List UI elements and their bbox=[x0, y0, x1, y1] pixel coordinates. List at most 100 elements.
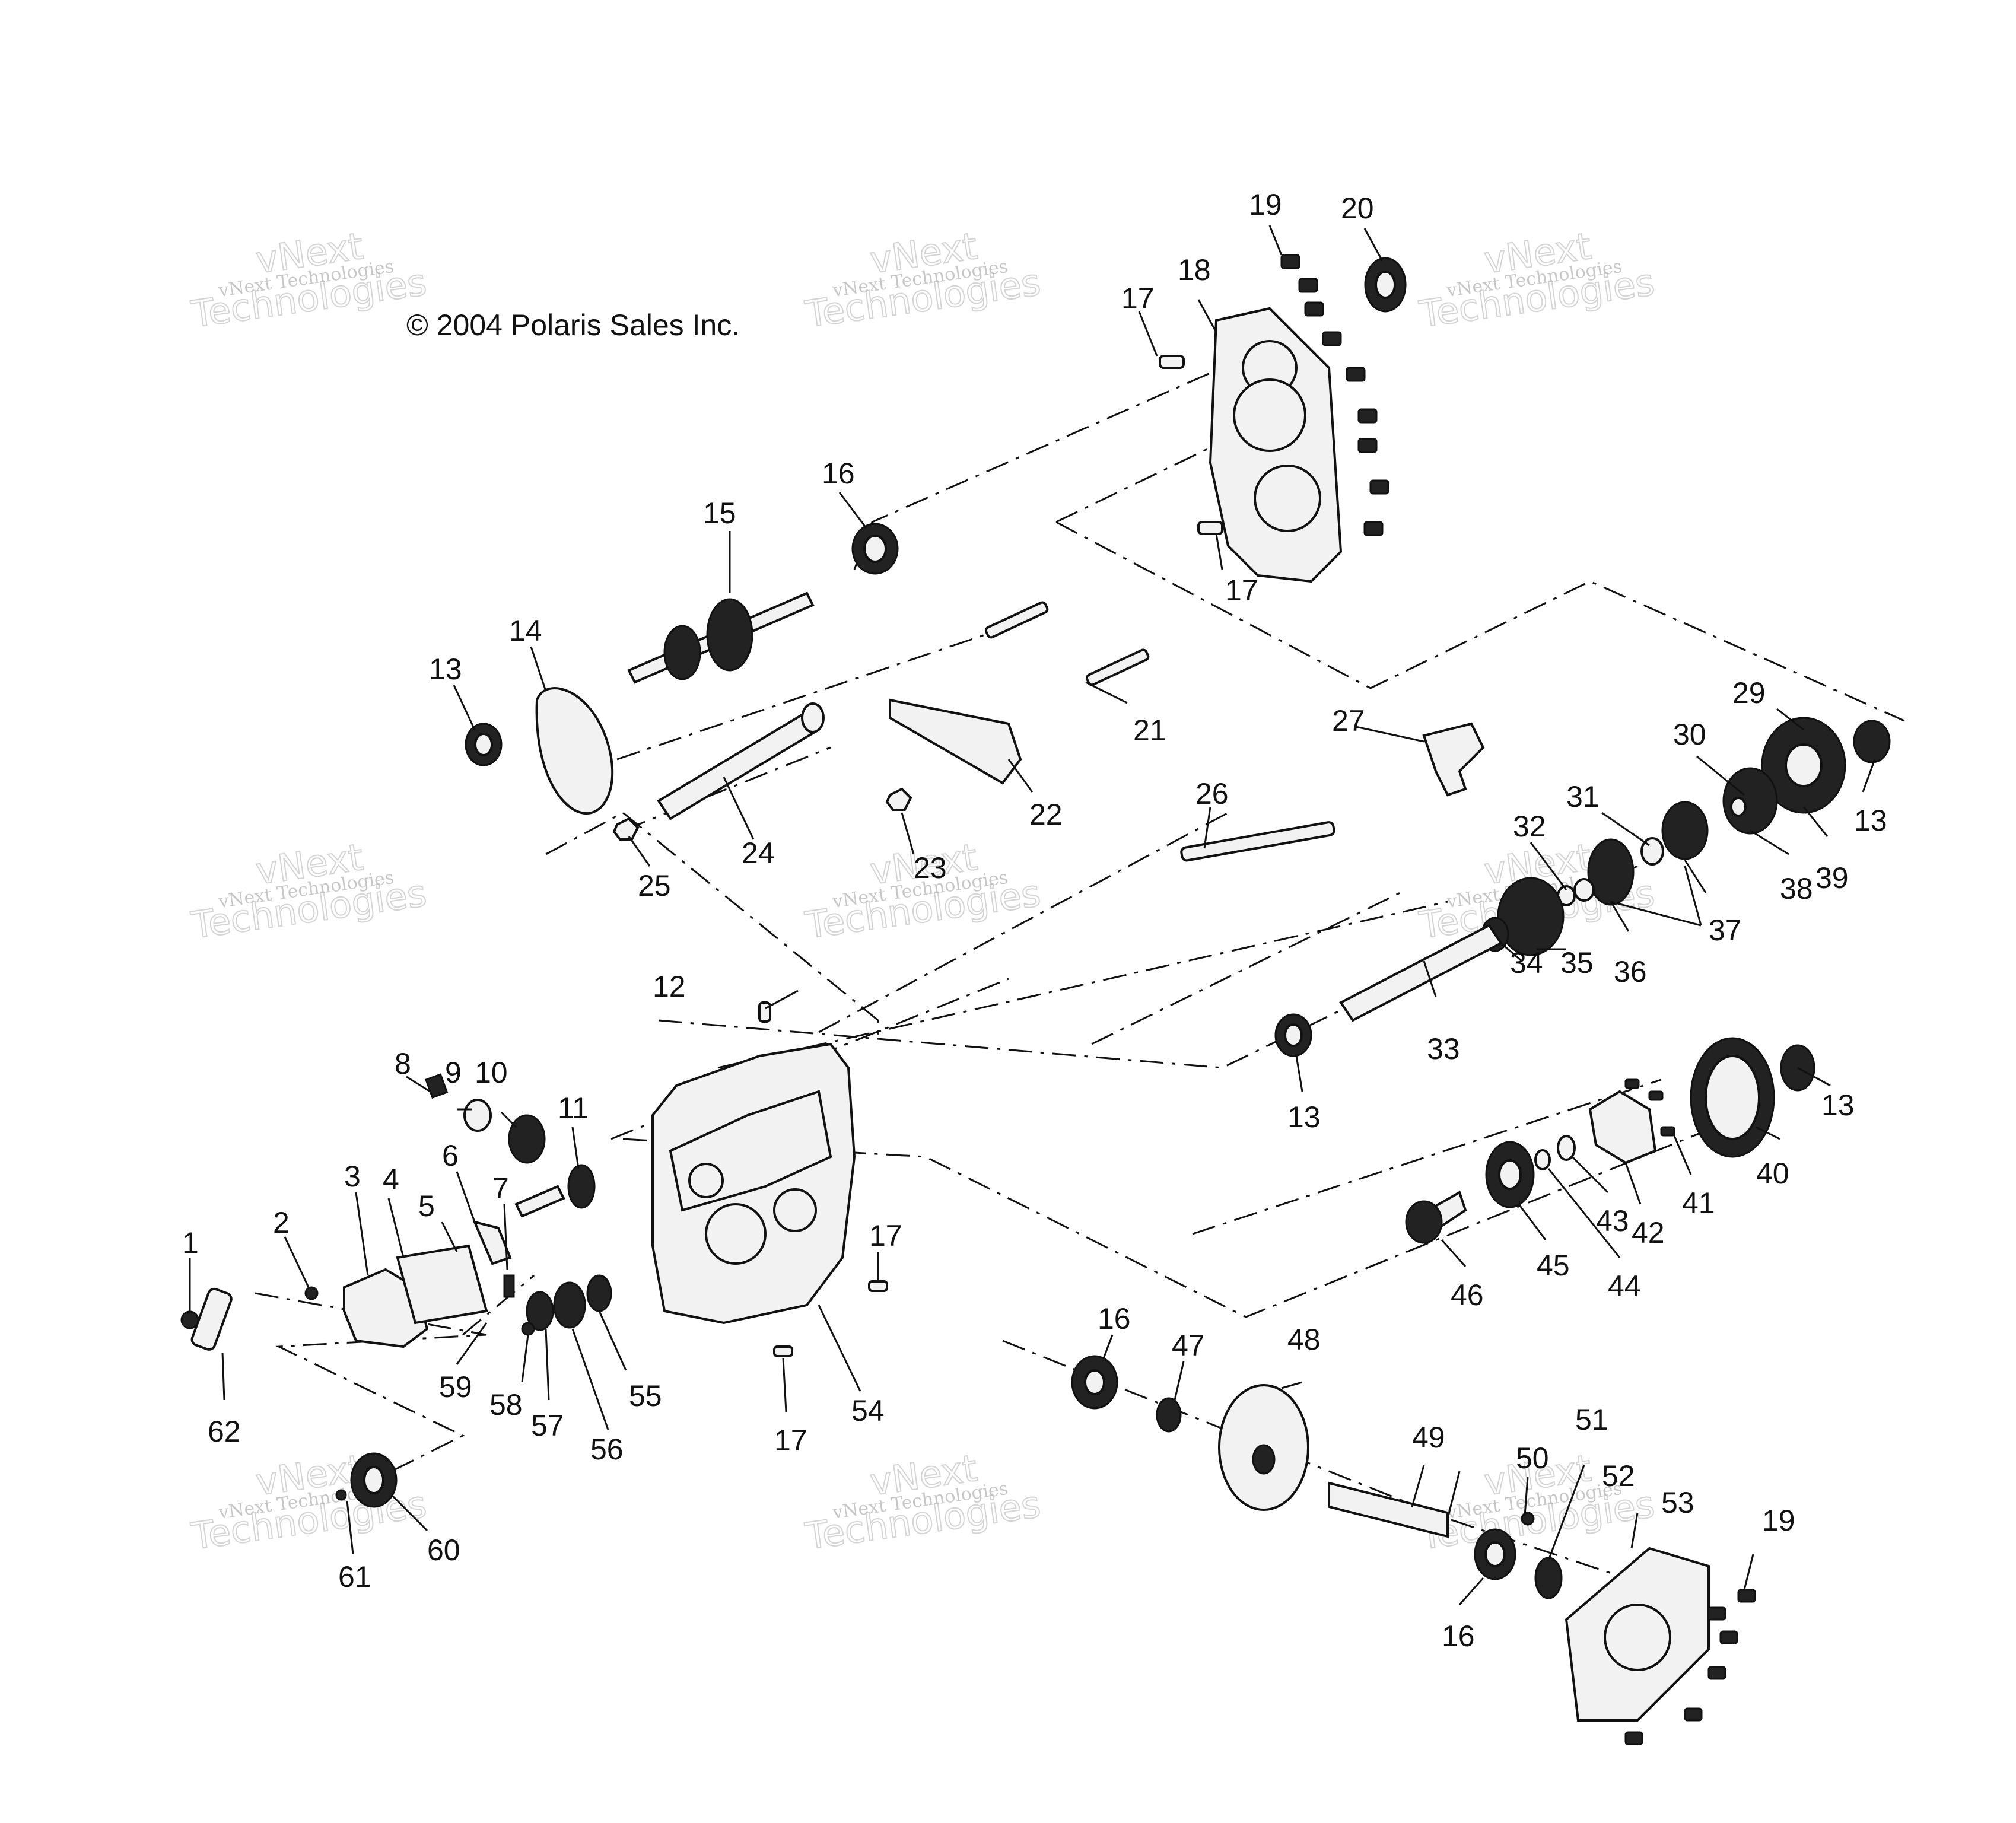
watermark: vNext Technologies vNext Technologies bbox=[188, 835, 430, 948]
plate-part bbox=[190, 1287, 233, 1351]
assembly-line bbox=[610, 978, 1009, 1140]
seal-part bbox=[1534, 1557, 1563, 1599]
callout-31: 31 bbox=[1566, 780, 1600, 813]
watermark: vNext Technologies vNext Technologies bbox=[188, 1446, 430, 1559]
assembly-line bbox=[818, 812, 1229, 1033]
callout-16: 16 bbox=[822, 457, 855, 490]
bolt-part bbox=[304, 1286, 319, 1300]
callout-17: 17 bbox=[774, 1424, 807, 1457]
shift-shaft-part bbox=[657, 702, 825, 820]
switch-part bbox=[425, 1073, 449, 1099]
bolt-part bbox=[1719, 1630, 1738, 1644]
callout-36: 36 bbox=[1614, 955, 1647, 988]
callout-10: 10 bbox=[475, 1056, 508, 1089]
callout-43: 43 bbox=[1596, 1204, 1629, 1237]
assembly-line bbox=[462, 1274, 535, 1336]
callout-61: 61 bbox=[338, 1560, 371, 1593]
callout-56: 56 bbox=[590, 1433, 624, 1466]
assembly-line bbox=[1002, 1340, 1626, 1579]
callout-54: 54 bbox=[851, 1394, 885, 1427]
dowel-pin-part bbox=[868, 1280, 888, 1292]
bolt-part bbox=[1737, 1589, 1756, 1603]
callout-52: 52 bbox=[1602, 1459, 1635, 1493]
watermark: vNext Technologies vNext Technologies bbox=[1416, 224, 1658, 337]
retainer-plate-part bbox=[1588, 1078, 1675, 1165]
callout-7: 7 bbox=[492, 1172, 509, 1205]
assembly-line bbox=[658, 865, 1638, 1069]
bearing-part bbox=[465, 723, 503, 766]
snap-ring-part bbox=[1534, 1149, 1551, 1170]
callout-16: 16 bbox=[1098, 1302, 1131, 1335]
callout-37: 37 bbox=[1709, 914, 1742, 947]
bearing-part bbox=[1274, 1013, 1312, 1057]
dowel-pin-part bbox=[1197, 521, 1223, 535]
drive-chain-part bbox=[535, 687, 614, 815]
callout-25: 25 bbox=[638, 869, 671, 902]
bearing-part-bore bbox=[1484, 1541, 1506, 1567]
bushing-part bbox=[463, 1099, 492, 1132]
callout-5: 5 bbox=[418, 1189, 435, 1223]
dowel-pin-part bbox=[1159, 355, 1185, 369]
assembly-line bbox=[1091, 889, 1407, 1045]
watermark: vNext Technologies vNext Technologies bbox=[188, 224, 430, 337]
bolt-part bbox=[1085, 648, 1150, 686]
callout-labels: 19 20 18 17 17 16 15 14 13 21 22 23 24 2… bbox=[182, 188, 1887, 1653]
callout-44: 44 bbox=[1608, 1270, 1641, 1303]
bolt-part bbox=[1624, 1731, 1643, 1745]
callout-46: 46 bbox=[1451, 1278, 1484, 1312]
nut-part bbox=[180, 1310, 199, 1329]
bolt-part bbox=[335, 1489, 347, 1501]
seal-part bbox=[1156, 1397, 1182, 1433]
watermark: vNext Technologies vNext Technologies bbox=[802, 224, 1044, 337]
clutch-plate-hub bbox=[1252, 1444, 1276, 1475]
bolt-part bbox=[1707, 1666, 1726, 1680]
cover-plate-part bbox=[1209, 307, 1343, 583]
callout-17: 17 bbox=[1121, 282, 1155, 315]
callout-16: 16 bbox=[1442, 1620, 1475, 1653]
washer-part bbox=[521, 1322, 535, 1336]
seal-part bbox=[1364, 257, 1407, 313]
callout-19: 19 bbox=[1762, 1504, 1795, 1537]
gear-part bbox=[567, 1164, 596, 1209]
watermark-group: vNext Technologies vNext Technologies vN… bbox=[188, 224, 1658, 1559]
callout-33: 33 bbox=[1427, 1032, 1460, 1065]
snap-ring-part bbox=[1557, 1135, 1576, 1161]
shift-fork-part bbox=[1422, 722, 1485, 797]
callout-13: 13 bbox=[1821, 1089, 1855, 1122]
callout-26: 26 bbox=[1195, 777, 1229, 810]
callout-17: 17 bbox=[869, 1219, 902, 1252]
callout-34: 34 bbox=[1510, 946, 1543, 979]
callout-58: 58 bbox=[489, 1388, 523, 1421]
mount-part-hole bbox=[363, 1466, 384, 1494]
callout-19: 19 bbox=[1249, 188, 1282, 221]
callout-1: 1 bbox=[182, 1226, 199, 1259]
input-shaft-part bbox=[627, 591, 815, 684]
shift-rail-part bbox=[1180, 821, 1335, 862]
callout-11: 11 bbox=[558, 1092, 589, 1125]
seal-part bbox=[526, 1291, 554, 1331]
bolt-part bbox=[1684, 1707, 1703, 1722]
assembly-line bbox=[1055, 438, 1905, 722]
callout-13: 13 bbox=[1287, 1100, 1321, 1134]
lever-part bbox=[472, 1220, 512, 1265]
callout-41: 41 bbox=[1682, 1186, 1715, 1220]
callout-35: 35 bbox=[1560, 946, 1594, 979]
output-shaft-part bbox=[1339, 924, 1503, 1022]
callout-21: 21 bbox=[1133, 714, 1166, 747]
callout-45: 45 bbox=[1537, 1249, 1570, 1282]
bracket-part bbox=[889, 698, 1022, 785]
leader-lines bbox=[189, 225, 1876, 1605]
callout-18: 18 bbox=[1178, 253, 1211, 287]
shaft-part bbox=[514, 1185, 565, 1218]
callout-55: 55 bbox=[629, 1379, 662, 1412]
dowel-pin-part bbox=[773, 1345, 793, 1357]
bearing-part bbox=[851, 523, 899, 575]
spring-part bbox=[503, 1274, 515, 1298]
callout-49: 49 bbox=[1412, 1421, 1445, 1454]
bolt-part bbox=[984, 601, 1049, 639]
bearing-part bbox=[1485, 1141, 1535, 1208]
seal-part bbox=[508, 1114, 546, 1164]
assembly-line bbox=[255, 1292, 487, 1478]
callout-9: 9 bbox=[445, 1056, 462, 1089]
